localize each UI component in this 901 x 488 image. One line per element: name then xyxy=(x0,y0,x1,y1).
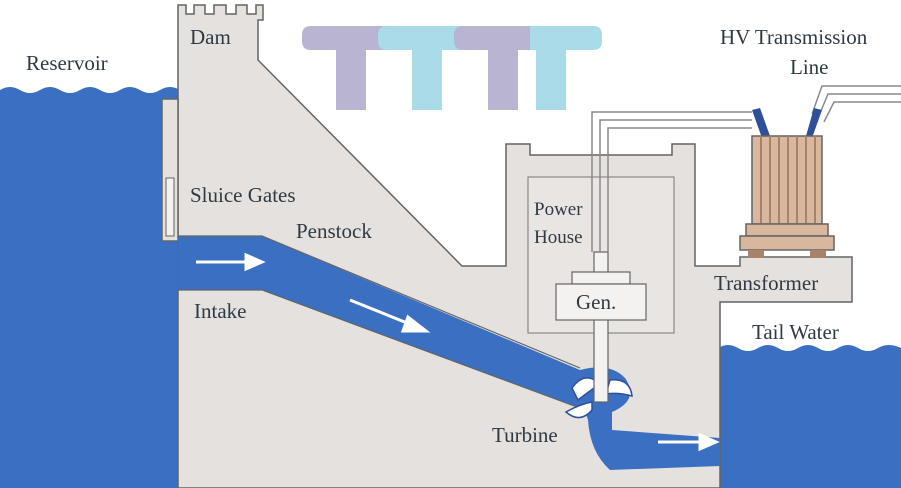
label-dam: Dam xyxy=(190,25,231,49)
label-hv-line-1: HV Transmission xyxy=(720,25,868,49)
label-hv-line-2: Line xyxy=(790,55,828,79)
penstock-upper-edge xyxy=(178,235,581,369)
generator-conductors xyxy=(591,111,752,252)
label-intake: Intake xyxy=(194,299,246,323)
label-power-house-1: Power xyxy=(534,199,583,220)
turbine-icon xyxy=(564,377,633,419)
label-turbine: Turbine xyxy=(492,423,558,447)
label-sluice-gates: Sluice Gates xyxy=(190,183,296,207)
dam-body xyxy=(177,4,853,488)
flow-arrow-intake xyxy=(196,252,266,272)
flow-arrow-outlet xyxy=(658,432,720,452)
sluice-gate-slot xyxy=(165,177,175,237)
label-generator: Gen. xyxy=(576,290,616,314)
generator-box xyxy=(555,283,647,321)
hv-transmission-line xyxy=(811,85,901,123)
tttt-logo xyxy=(302,26,602,110)
label-penstock: Penstock xyxy=(296,219,372,243)
tail-water xyxy=(718,345,901,488)
label-transformer: Transformer xyxy=(714,271,818,295)
penstock-lower-edge xyxy=(178,289,586,411)
transformer-icon xyxy=(739,108,835,258)
generator-cap xyxy=(571,271,631,285)
flow-arrow-penstock xyxy=(349,298,431,333)
reservoir-water xyxy=(0,87,180,488)
label-power-house-2: House xyxy=(534,227,583,248)
label-reservoir: Reservoir xyxy=(26,51,108,75)
penstock-water xyxy=(178,236,720,470)
label-tail-water: Tail Water xyxy=(752,320,839,344)
